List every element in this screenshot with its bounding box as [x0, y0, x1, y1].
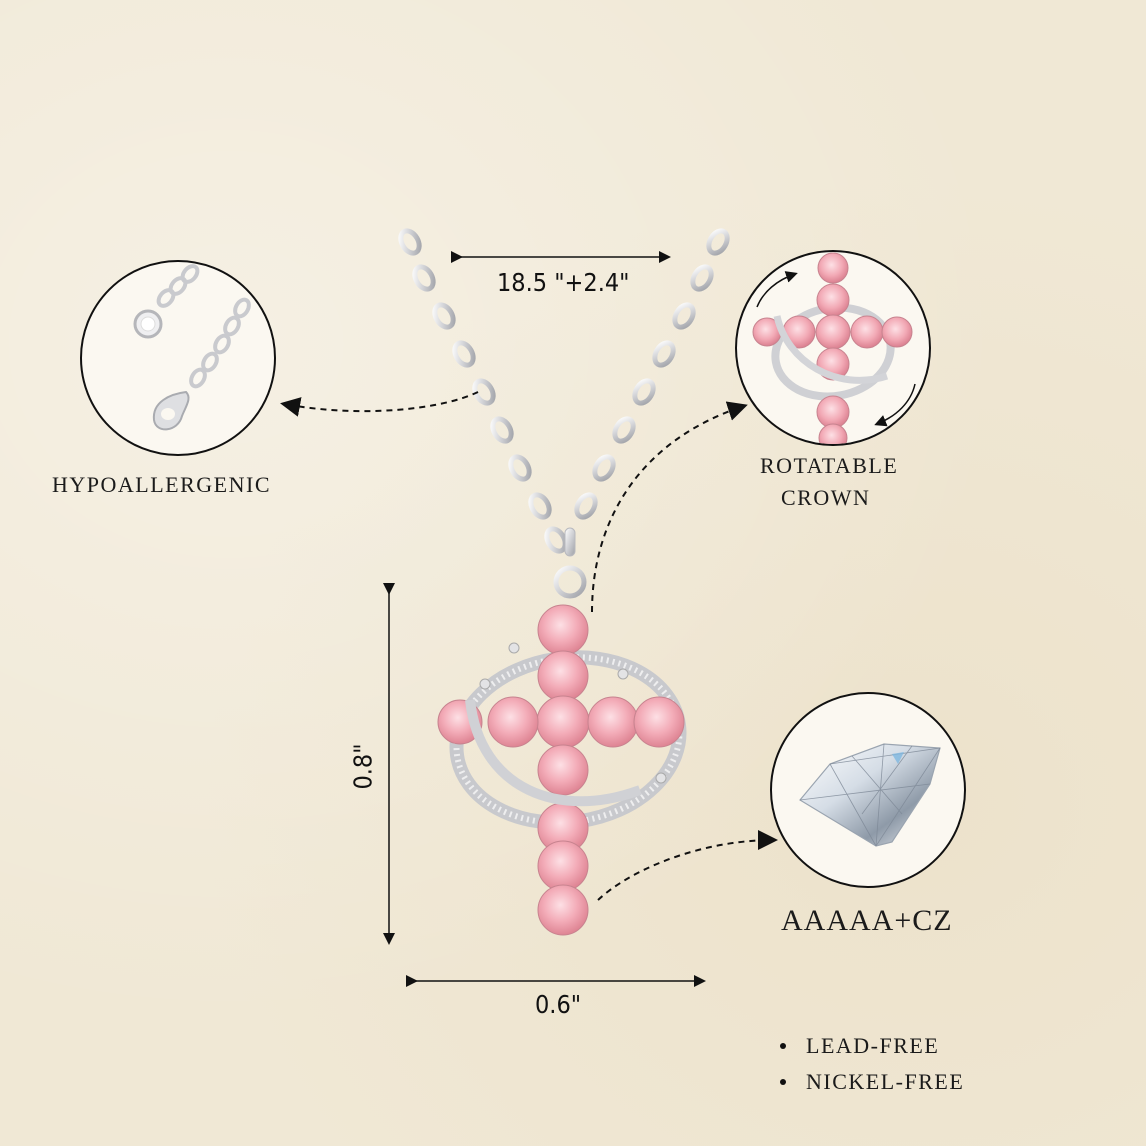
stone-detail-circle [770, 692, 966, 888]
connector-hypoallergenic [280, 391, 479, 417]
chain-left [398, 228, 568, 554]
material-bullets: LEAD-FREE NICKEL-FREE [780, 1033, 964, 1105]
rotatable-crown-label-line1: ROTATABLE [760, 453, 899, 478]
rotatable-crown-label-line2: CROWN [781, 485, 871, 510]
bullet-nickel-free: NICKEL-FREE [780, 1069, 964, 1095]
rotatable-crown-detail-circle [735, 250, 931, 446]
bullet-dot-icon [780, 1079, 786, 1085]
hypoallergenic-detail-circle [80, 260, 276, 456]
clasp-chain-icon [133, 264, 251, 431]
rotating-cross-icon [752, 252, 916, 444]
chain-right [574, 228, 730, 520]
cross-pendant [437, 604, 685, 936]
stone-grade-label: AAAAA+CZ [781, 904, 953, 937]
hypoallergenic-label: HYPOALLERGENIC [52, 472, 271, 497]
crown-front [465, 699, 642, 807]
pendant-height-label: 0.8" [348, 743, 378, 790]
connector-stone [597, 830, 778, 901]
diamond-icon [799, 743, 941, 847]
bullet-lead-free: LEAD-FREE [780, 1033, 964, 1059]
bullet-dot-icon [780, 1043, 786, 1049]
pendant-width-label: 0.6" [535, 990, 582, 1019]
connector-crown [591, 401, 748, 613]
chain-length-label: 18.5 "+2.4" [497, 268, 630, 297]
